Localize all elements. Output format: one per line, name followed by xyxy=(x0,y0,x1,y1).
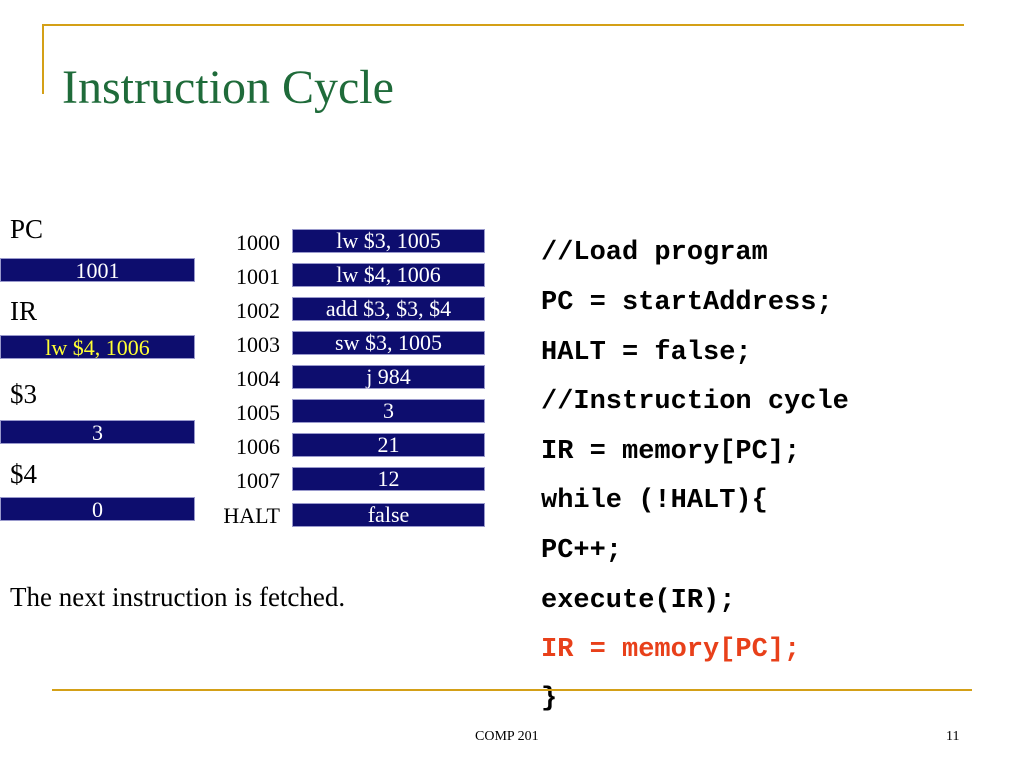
memory-cell: add $3, $3, $4 xyxy=(292,297,485,321)
code-line: HALT = false; xyxy=(541,338,752,368)
register-value-4: 0 xyxy=(0,497,195,522)
memory-cell: lw $4, 1006 xyxy=(292,263,485,287)
decorative-top-line xyxy=(42,24,964,26)
memory-address: 1003 xyxy=(236,332,280,357)
memory-address: 1007 xyxy=(236,468,280,493)
code-line: while (!HALT){ xyxy=(541,486,768,516)
register-label-pc: PC xyxy=(10,214,44,244)
slide-title: Instruction Cycle xyxy=(62,61,394,114)
register-value-ir: lw $4, 1006 xyxy=(0,335,195,360)
register-label-3: $3 xyxy=(10,379,37,409)
code-line-active: IR = memory[PC]; xyxy=(541,635,801,665)
page-number: 11 xyxy=(946,729,960,744)
memory-address: 1001 xyxy=(236,264,280,289)
code-line: } xyxy=(541,684,558,714)
memory-cell: sw $3, 1005 xyxy=(292,331,485,355)
decorative-bottom-line xyxy=(52,689,972,691)
memory-address: 1000 xyxy=(236,230,280,255)
memory-address: 1005 xyxy=(236,400,280,425)
memory-cell: j 984 xyxy=(292,365,485,389)
footer-course: COMP 201 xyxy=(475,729,539,744)
code-line: //Instruction cycle xyxy=(541,387,849,417)
memory-cell: false xyxy=(292,503,485,527)
code-line: execute(IR); xyxy=(541,586,736,616)
code-line: //Load program xyxy=(541,238,768,268)
memory-cell: lw $3, 1005 xyxy=(292,229,485,253)
memory-cell: 12 xyxy=(292,467,485,491)
code-line: IR = memory[PC]; xyxy=(541,437,801,467)
register-label-4: $4 xyxy=(10,459,37,489)
memory-address: 1004 xyxy=(236,366,280,391)
caption-text: The next instruction is fetched. xyxy=(10,582,346,612)
memory-cell: 21 xyxy=(292,433,485,457)
decorative-vertical-line xyxy=(42,24,44,94)
memory-cell: 3 xyxy=(292,399,485,423)
register-value-3: 3 xyxy=(0,420,195,445)
memory-address: HALT xyxy=(223,503,280,528)
memory-address: 1006 xyxy=(236,434,280,459)
code-line: PC = startAddress; xyxy=(541,288,833,318)
register-label-ir: IR xyxy=(10,296,37,326)
register-value-pc: 1001 xyxy=(0,258,195,283)
code-line: PC++; xyxy=(541,536,623,566)
memory-address: 1002 xyxy=(236,298,280,323)
